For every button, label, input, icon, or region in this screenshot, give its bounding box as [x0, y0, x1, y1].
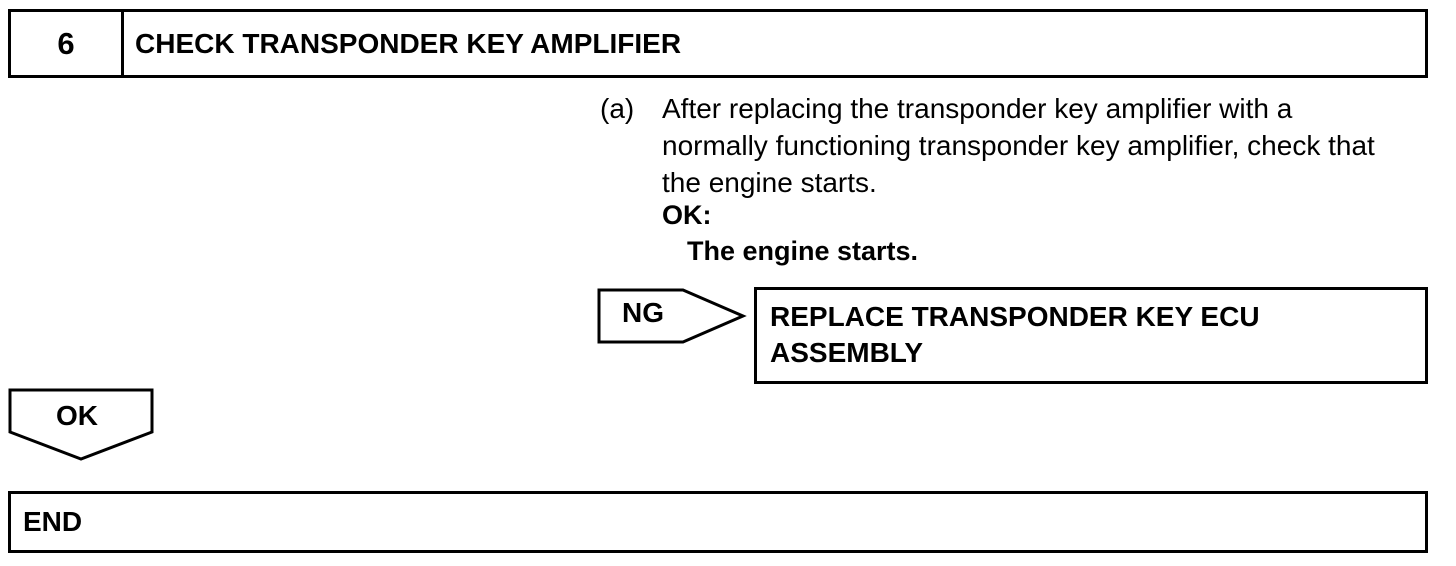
end-label: END [23, 506, 83, 537]
ng-label: NG [622, 297, 664, 328]
end-box: END [8, 491, 1428, 553]
ng-arrow-icon [597, 288, 747, 344]
step-number: 6 [11, 12, 124, 75]
ok-condition-label: OK: [662, 200, 712, 230]
instruction-label: (a) [600, 93, 635, 124]
step-header: 6 CHECK TRANSPONDER KEY AMPLIFIER [8, 9, 1428, 78]
ng-result-line-1: REPLACE TRANSPONDER KEY ECU [770, 301, 1260, 332]
instruction-text: After replacing the transponder key ampl… [662, 93, 1375, 198]
step-title: CHECK TRANSPONDER KEY AMPLIFIER [135, 27, 682, 59]
ng-result-text: REPLACE TRANSPONDER KEY ECU ASSEMBLY [770, 299, 1410, 371]
ok-condition-text: The engine starts. [687, 236, 919, 266]
ng-result-box: REPLACE TRANSPONDER KEY ECU ASSEMBLY [754, 287, 1428, 384]
ok-arrow-icon [8, 388, 154, 461]
ng-result-line-2: ASSEMBLY [770, 337, 924, 368]
ok-branch-label: OK [56, 400, 98, 431]
